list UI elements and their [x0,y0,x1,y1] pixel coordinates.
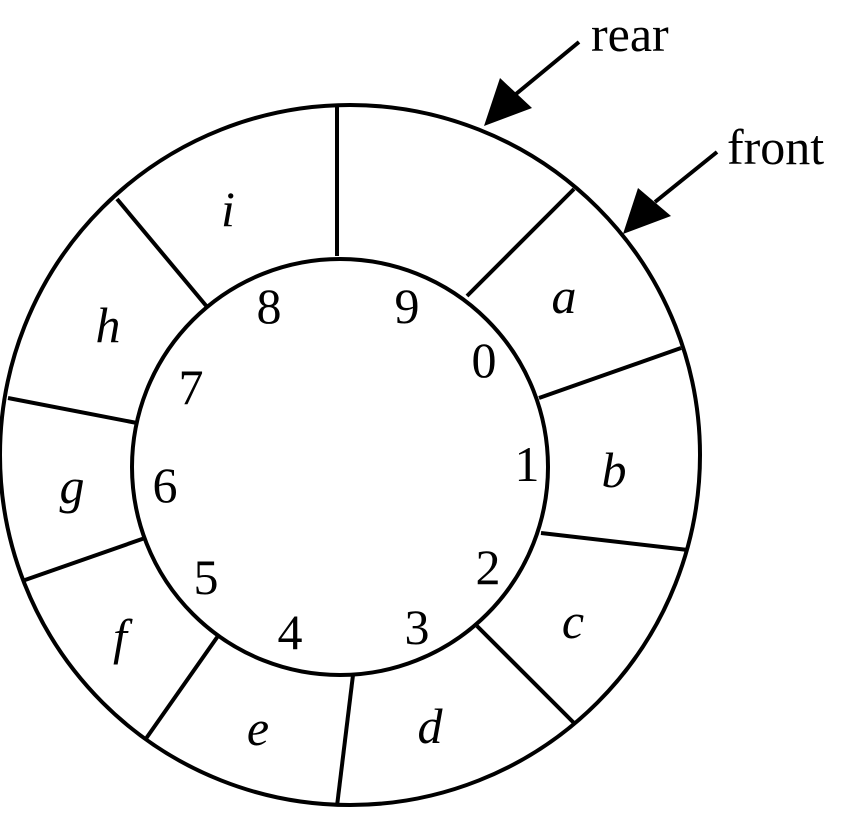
slot-element-d: d [418,698,444,754]
divider-0-1 [465,187,576,298]
slot-index-1: 1 [515,436,540,492]
divider-7-8 [7,396,138,425]
inner-ring [130,257,550,677]
slot-element-b: b [602,442,627,498]
slot-index-4: 4 [278,604,303,660]
rear-pointer-label: rear [591,6,669,62]
divider-5-6 [143,634,220,742]
outer-ring [0,103,702,807]
divider-2-3 [540,531,689,552]
slot-element-c: c [562,593,584,649]
front-arrow-head [623,188,671,234]
slot-index-0: 0 [472,332,497,388]
slot-element-i: i [221,181,235,237]
divider-4-5 [335,674,355,807]
divider-1-2 [538,346,682,400]
slot-index-6: 6 [153,457,178,513]
slot-index-7: 7 [179,359,204,415]
slot-index-8: 8 [257,278,282,334]
slot-index-2: 2 [476,539,501,595]
rear-arrow-head [484,78,532,126]
slot-index-3: 3 [405,599,430,655]
divider-8-9 [115,197,210,310]
slot-element-a: a [552,268,577,324]
divider-3-4 [475,624,577,726]
front-pointer-label: front [727,119,824,175]
slot-element-g: g [60,458,85,514]
rear-arrow-line [514,40,581,96]
slot-element-e: e [247,700,269,756]
divider-6-7 [24,536,146,582]
slot-element-h: h [96,297,121,353]
front-arrow-line [653,150,719,204]
slot-index-5: 5 [194,549,219,605]
slot-element-f: f [113,609,133,665]
slot-index-9: 9 [395,278,420,334]
